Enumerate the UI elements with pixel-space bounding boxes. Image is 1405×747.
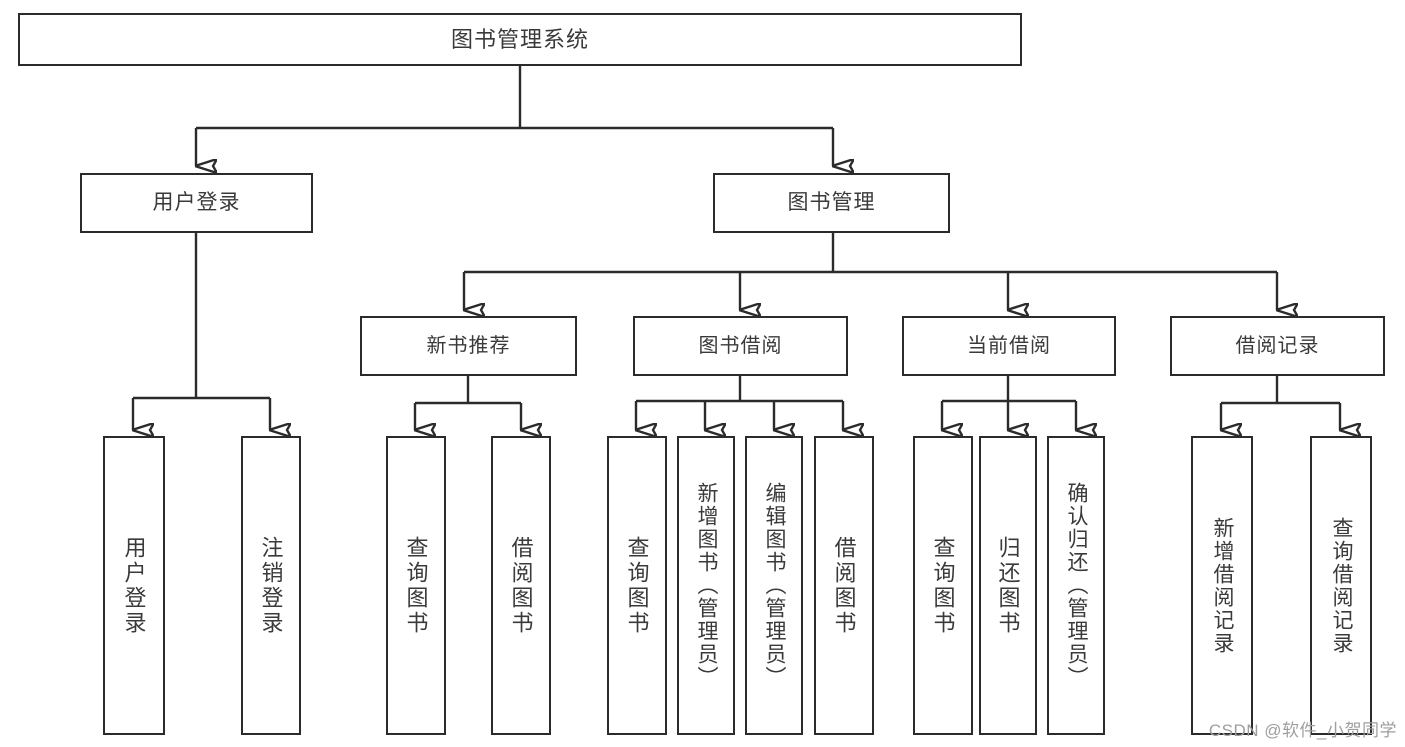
node-label: 确认归还（管理员） <box>1065 482 1089 689</box>
node-label: 用户登录 <box>152 190 241 214</box>
node-label: 新增图书（管理员） <box>695 482 719 689</box>
node-current-borrow[interactable]: 当前借阅 <box>902 316 1116 376</box>
node-user-login[interactable]: 用户登录 <box>80 173 313 233</box>
node-label: 图书管理 <box>787 190 876 214</box>
node-book-borrow[interactable]: 图书借阅 <box>633 316 848 376</box>
leaf-borrow-record-add-record[interactable]: 新增借阅记录 <box>1191 436 1253 735</box>
node-label: 查询图书 <box>624 535 650 636</box>
leaf-current-borrow-confirm-return-admin[interactable]: 确认归还（管理员） <box>1047 436 1105 735</box>
node-borrow-record[interactable]: 借阅记录 <box>1170 316 1385 376</box>
leaf-current-borrow-query-book[interactable]: 查询图书 <box>913 436 973 735</box>
node-label: 借阅图书 <box>508 535 534 636</box>
node-label: 归还图书 <box>995 535 1021 636</box>
node-label: 图书管理系统 <box>450 26 589 52</box>
node-label: 新书推荐 <box>426 334 511 357</box>
leaf-current-borrow-return-book[interactable]: 归还图书 <box>979 436 1037 735</box>
leaf-new-book-query-book[interactable]: 查询图书 <box>386 436 446 735</box>
node-root-book-management-system[interactable]: 图书管理系统 <box>18 13 1022 66</box>
node-label: 查询借阅记录 <box>1330 516 1354 655</box>
node-label: 查询图书 <box>930 535 956 636</box>
leaf-borrow-record-query-record[interactable]: 查询借阅记录 <box>1310 436 1372 735</box>
node-label: 用户登录 <box>121 535 147 636</box>
node-label: 图书借阅 <box>698 334 783 357</box>
watermark-text: CSDN @软件_小贺同学 <box>1208 721 1397 740</box>
leaf-book-borrow-edit-book-admin[interactable]: 编辑图书（管理员） <box>745 436 803 735</box>
node-label: 查询图书 <box>403 535 429 636</box>
leaf-book-borrow-add-book-admin[interactable]: 新增图书（管理员） <box>677 436 735 735</box>
node-label: 借阅记录 <box>1235 334 1320 357</box>
leaf-new-book-borrow-book[interactable]: 借阅图书 <box>491 436 551 735</box>
leaf-book-borrow-query-book[interactable]: 查询图书 <box>607 436 667 735</box>
node-label: 借阅图书 <box>831 535 857 636</box>
leaf-user-login-login[interactable]: 用户登录 <box>103 436 165 735</box>
node-label: 新增借阅记录 <box>1211 516 1235 655</box>
node-label: 注销登录 <box>258 535 284 636</box>
node-new-book-recommendation[interactable]: 新书推荐 <box>360 316 577 376</box>
leaf-book-borrow-borrow-book[interactable]: 借阅图书 <box>814 436 874 735</box>
node-label: 当前借阅 <box>967 334 1051 357</box>
leaf-user-login-logout[interactable]: 注销登录 <box>241 436 301 735</box>
node-book-management[interactable]: 图书管理 <box>713 173 950 233</box>
node-label: 编辑图书（管理员） <box>763 482 787 689</box>
